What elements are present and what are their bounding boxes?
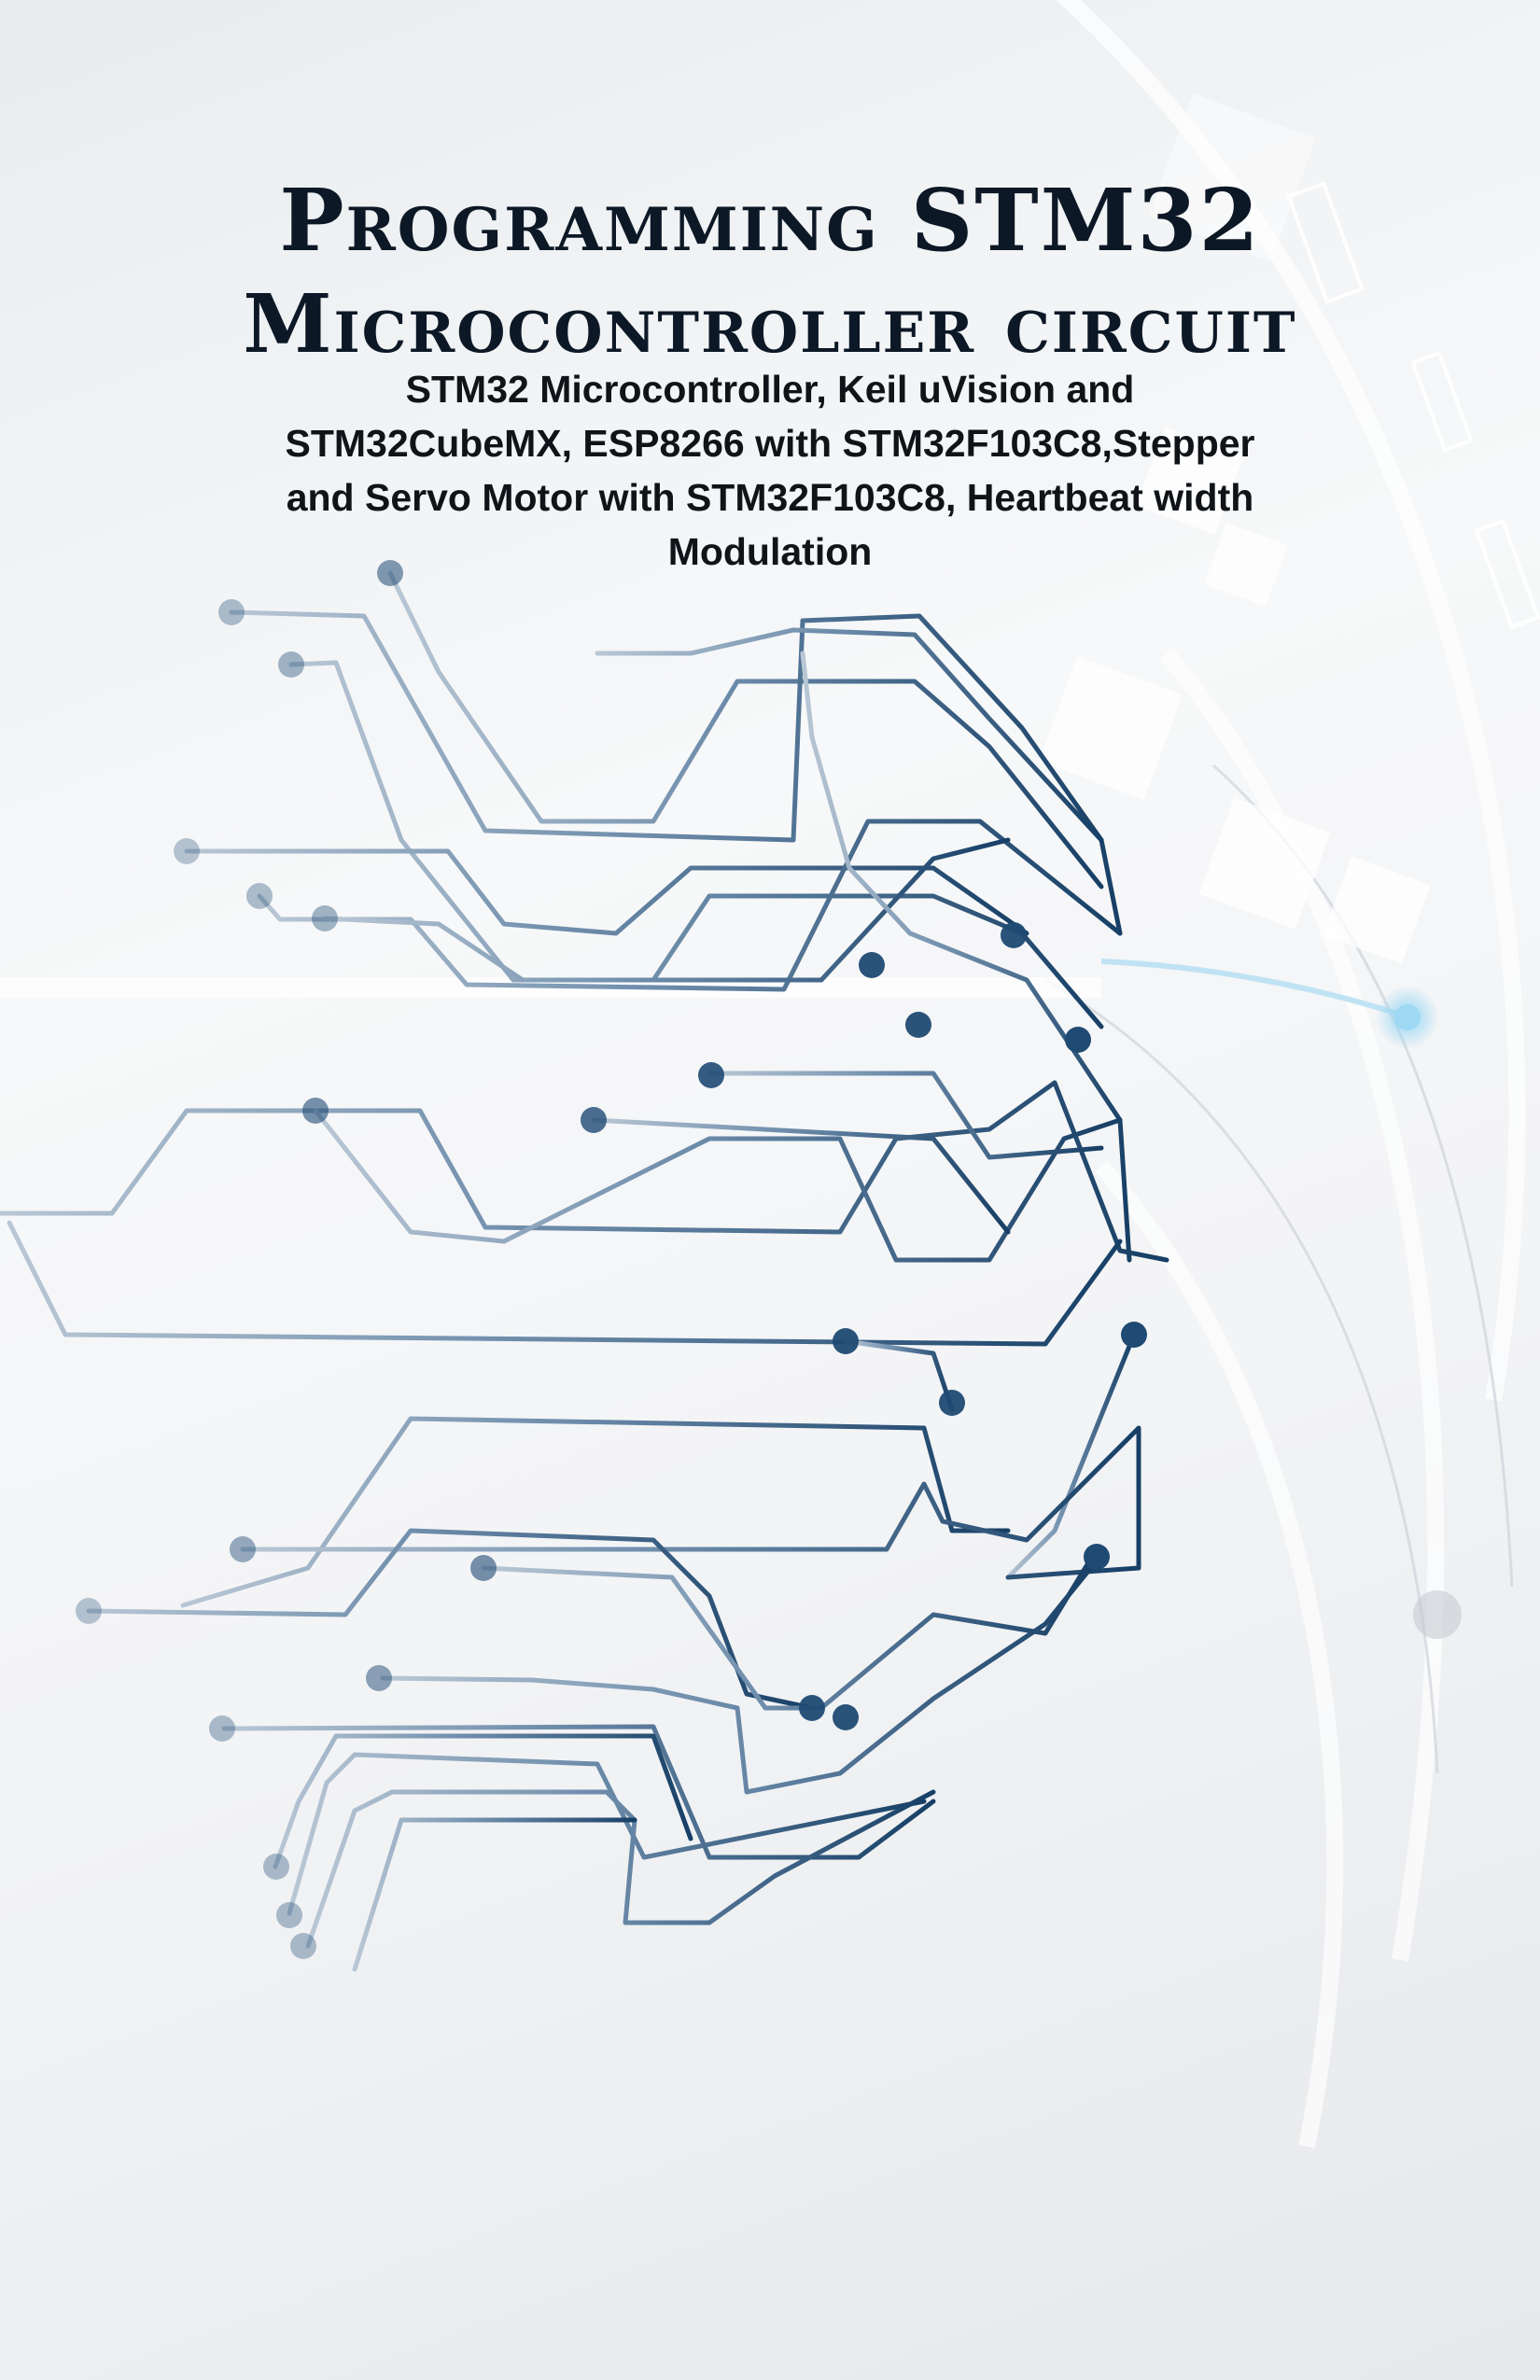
book-title-line-1: Programming STM32	[279, 170, 1261, 271]
book-subtitle: STM32 Microcontroller, Keil uVision and …	[191, 362, 1349, 579]
subtitle-line-4: Modulation	[667, 530, 873, 573]
circuit-brain-illustration	[0, 560, 1169, 1972]
title-block: Programming STM32 Microcontroller circui…	[0, 168, 1540, 377]
subtitle-line-1: STM32 Microcontroller, Keil uVision and	[405, 368, 1135, 411]
subtitle-line-2: STM32CubeMX, ESP8266 with STM32F103C8,St…	[285, 422, 1255, 465]
subtitle-line-3: and Servo Motor with STM32F103C8, Heartb…	[286, 476, 1254, 519]
book-title-line-2: Microcontroller circuit	[243, 277, 1297, 371]
